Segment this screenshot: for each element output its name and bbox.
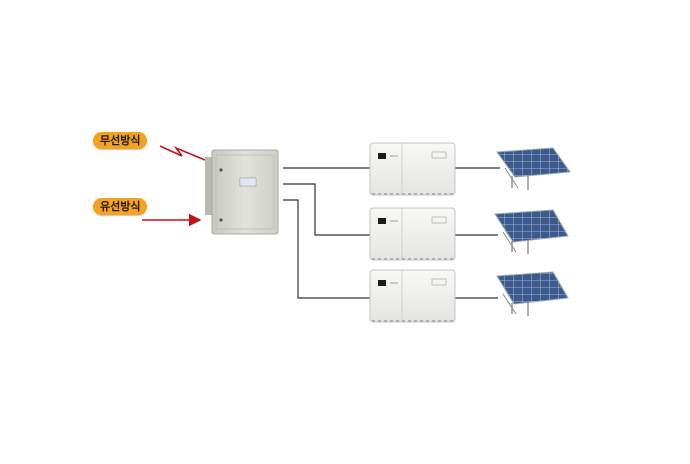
inverter-2 [369, 207, 456, 261]
solar-array-1 [496, 147, 571, 190]
monitoring-cabinet [205, 149, 279, 235]
inverter-1 [369, 142, 456, 196]
wired-method-label: 유선방식 [93, 198, 148, 215]
wiring [283, 167, 500, 299]
wireless-method-label: 무선방식 [93, 132, 148, 149]
inverter-3 [369, 269, 456, 323]
solar-array-2 [494, 209, 569, 254]
wireless-signal-line [159, 145, 206, 161]
solar-array-3 [496, 271, 569, 316]
